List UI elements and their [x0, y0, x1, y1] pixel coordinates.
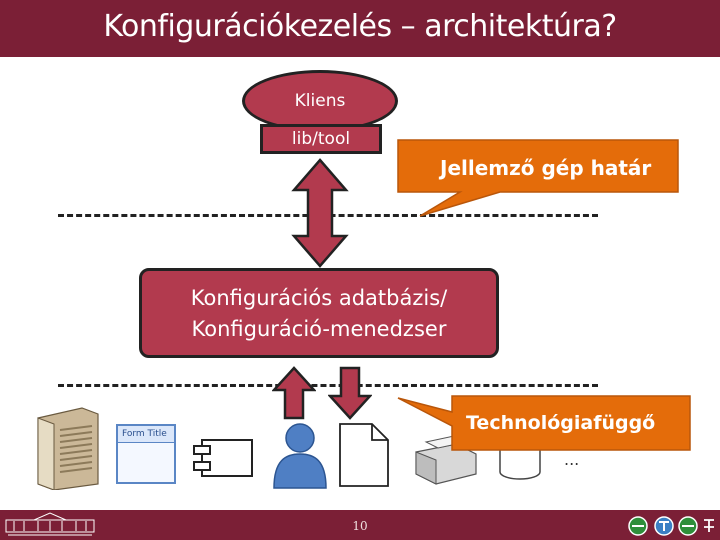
department-logos-icon [628, 516, 714, 536]
slide-title: Konfigurációkezelés – architektúra? [103, 9, 617, 44]
document-icon [339, 423, 389, 487]
lib-tool-node: lib/tool [260, 124, 382, 154]
technology-boundary-line [58, 384, 598, 387]
client-label: Kliens [294, 91, 346, 111]
machine-boundary-callout: Jellemző gép határ [390, 136, 682, 220]
configuration-database-node: Konfigurációs adatbázis/ Konfiguráció-me… [139, 268, 499, 358]
university-logo-icon [5, 512, 95, 536]
double-arrow-icon [291, 158, 349, 268]
database-label-line2: Konfiguráció-menedzser [191, 317, 447, 341]
footer-bar [0, 510, 720, 540]
server-icon [37, 407, 99, 490]
lib-tool-label: lib/tool [291, 129, 351, 149]
form-window-icon: Form Title [116, 424, 176, 484]
user-icon [273, 423, 327, 489]
technology-label: Technológiafüggő [466, 412, 656, 434]
component-icon [193, 439, 253, 477]
client-node: Kliens [242, 70, 398, 132]
more-items-ellipsis: ... [564, 450, 580, 469]
title-bar: Konfigurációkezelés – architektúra? [0, 0, 720, 57]
form-window-title: Form Title [118, 426, 174, 443]
up-arrow-icon [272, 366, 316, 420]
down-arrow-icon [328, 366, 372, 420]
technology-callout: Technológiafüggő [392, 392, 694, 456]
database-label-line1: Konfigurációs adatbázis/ [190, 286, 448, 310]
page-number: 10 [352, 519, 368, 533]
machine-boundary-label: Jellemző gép határ [440, 156, 652, 180]
